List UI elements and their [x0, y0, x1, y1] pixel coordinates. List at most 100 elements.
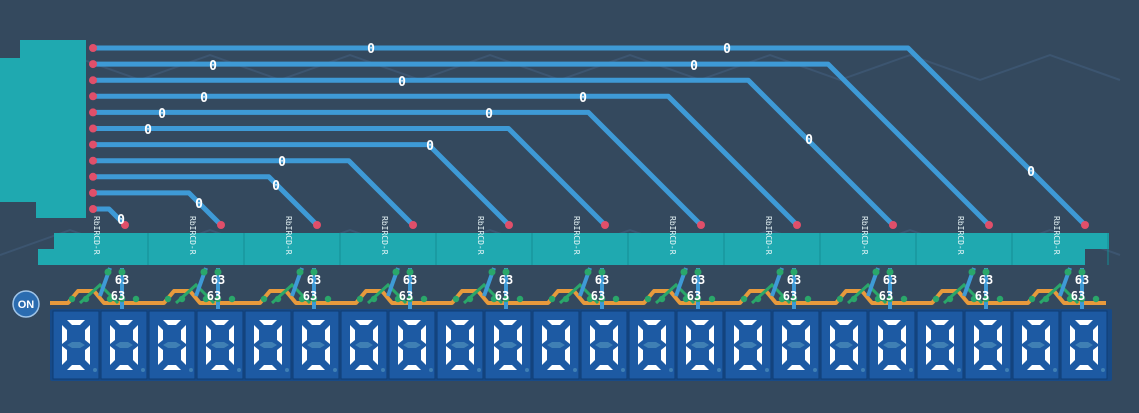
bus-wire	[93, 174, 319, 227]
segment	[835, 342, 853, 348]
decoder-input-pin	[1081, 221, 1089, 229]
decimal-point	[957, 368, 961, 372]
logic-node	[490, 295, 498, 303]
logic-node	[836, 295, 844, 303]
segment	[638, 346, 643, 365]
segment	[787, 342, 805, 348]
decoder-chip-bar	[38, 233, 1109, 265]
decoder-output-label: 63	[211, 273, 225, 287]
decoder-output-label: 63	[495, 289, 509, 303]
decoder-output-node	[1078, 268, 1086, 276]
bus-value-label: 0	[485, 107, 493, 122]
decoder-output-node	[776, 268, 784, 276]
segment	[229, 325, 234, 344]
decoder-output-node	[104, 268, 112, 276]
input-pin	[89, 172, 97, 181]
decoder-output-node	[598, 268, 606, 276]
decoder-output-label: 63	[595, 273, 609, 287]
segment	[1070, 325, 1075, 344]
segment	[949, 325, 954, 344]
logic-node	[982, 295, 990, 303]
seven-segment-display	[1012, 310, 1060, 380]
segment	[782, 325, 787, 344]
segment	[133, 346, 138, 365]
decoder-output-node	[680, 268, 688, 276]
logic-node	[548, 295, 556, 303]
segment	[446, 346, 451, 365]
display-digit-value: 0	[840, 394, 847, 408]
decoder-output-label: 63	[879, 289, 893, 303]
segment	[325, 346, 330, 365]
bus-wire	[93, 206, 127, 227]
segment	[133, 325, 138, 344]
logic-node	[996, 295, 1004, 303]
power-button[interactable]: ON	[12, 290, 40, 318]
bus-value-label: 0	[278, 155, 286, 170]
segment	[451, 320, 469, 325]
segment	[451, 365, 469, 370]
decimal-point	[141, 368, 145, 372]
logic-node	[310, 295, 318, 303]
segment	[835, 320, 853, 325]
segment	[734, 325, 739, 344]
segment	[931, 342, 949, 348]
decimal-point	[573, 368, 577, 372]
segment	[1045, 325, 1050, 344]
segment	[547, 342, 565, 348]
segment	[974, 325, 979, 344]
bus-wire	[93, 142, 511, 227]
input-pin	[89, 140, 97, 149]
logic-node	[394, 295, 402, 303]
segment	[613, 325, 618, 344]
segment	[835, 365, 853, 370]
segment	[979, 320, 997, 325]
input-pin	[89, 108, 97, 117]
segment	[229, 346, 234, 365]
segment	[277, 346, 282, 365]
logic-node	[356, 295, 364, 303]
logic-node	[420, 295, 428, 303]
segment	[211, 365, 229, 370]
decoder-input-pin	[313, 221, 321, 229]
segment	[158, 346, 163, 365]
logic-node	[874, 295, 882, 303]
segment	[451, 342, 469, 348]
segment	[259, 342, 277, 348]
logic-node	[82, 295, 90, 303]
display-digit-value: 0	[984, 394, 991, 408]
segment	[1027, 320, 1045, 325]
input-pin	[89, 188, 97, 197]
segment	[691, 320, 709, 325]
decoder-type-label: RbIRCD-R	[476, 216, 485, 255]
seven-segment-display	[964, 310, 1012, 380]
seven-segment-display	[676, 310, 724, 380]
logic-node	[932, 295, 940, 303]
input-pin	[89, 44, 97, 52]
logic-node	[886, 295, 894, 303]
logic-node	[850, 295, 858, 303]
segment	[259, 365, 277, 370]
decoder-input-pin	[793, 221, 801, 229]
display-digit-value: 0	[72, 394, 79, 408]
carry-wire	[434, 289, 530, 305]
bus-value-label: 0	[209, 59, 217, 74]
decimal-point	[669, 368, 673, 372]
logic-node	[324, 295, 332, 303]
segment	[277, 325, 282, 344]
segment	[307, 342, 325, 348]
segment	[254, 346, 259, 365]
segment	[163, 320, 181, 325]
segment	[211, 320, 229, 325]
logic-node	[466, 295, 474, 303]
decoder-output-label: 63	[787, 273, 801, 287]
bus-value-label: 0	[579, 91, 587, 106]
decoder-output-label: 63	[499, 273, 513, 287]
segment	[67, 320, 85, 325]
seven-segment-display	[916, 310, 964, 380]
logic-node	[164, 295, 172, 303]
bus-value-label: 0	[117, 213, 125, 228]
segment	[638, 325, 643, 344]
segment	[853, 346, 858, 365]
decimal-point	[1005, 368, 1009, 372]
segment	[878, 346, 883, 365]
